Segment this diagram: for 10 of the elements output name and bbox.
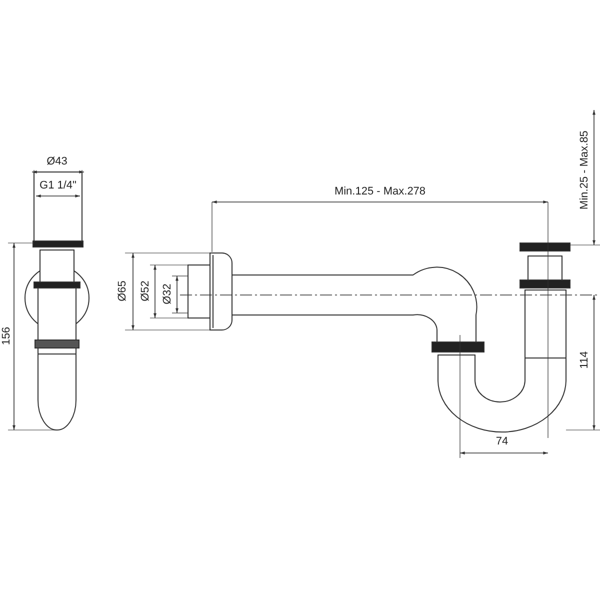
- dimension-label: Min.125 - Max.278: [333, 186, 427, 198]
- dimension-label: G1 1/4": [38, 180, 78, 192]
- dimension-label: Ø52: [140, 280, 152, 302]
- dimension-label: Ø65: [118, 280, 128, 302]
- dimension-label: 74: [494, 436, 510, 448]
- dimension-label: 156: [2, 326, 12, 346]
- dimension-label: Ø32: [162, 282, 174, 306]
- dimension-label: Min.25 - Max.85: [580, 130, 590, 210]
- dimension-label: Ø43: [46, 156, 68, 168]
- dimension-label: 114: [580, 350, 590, 370]
